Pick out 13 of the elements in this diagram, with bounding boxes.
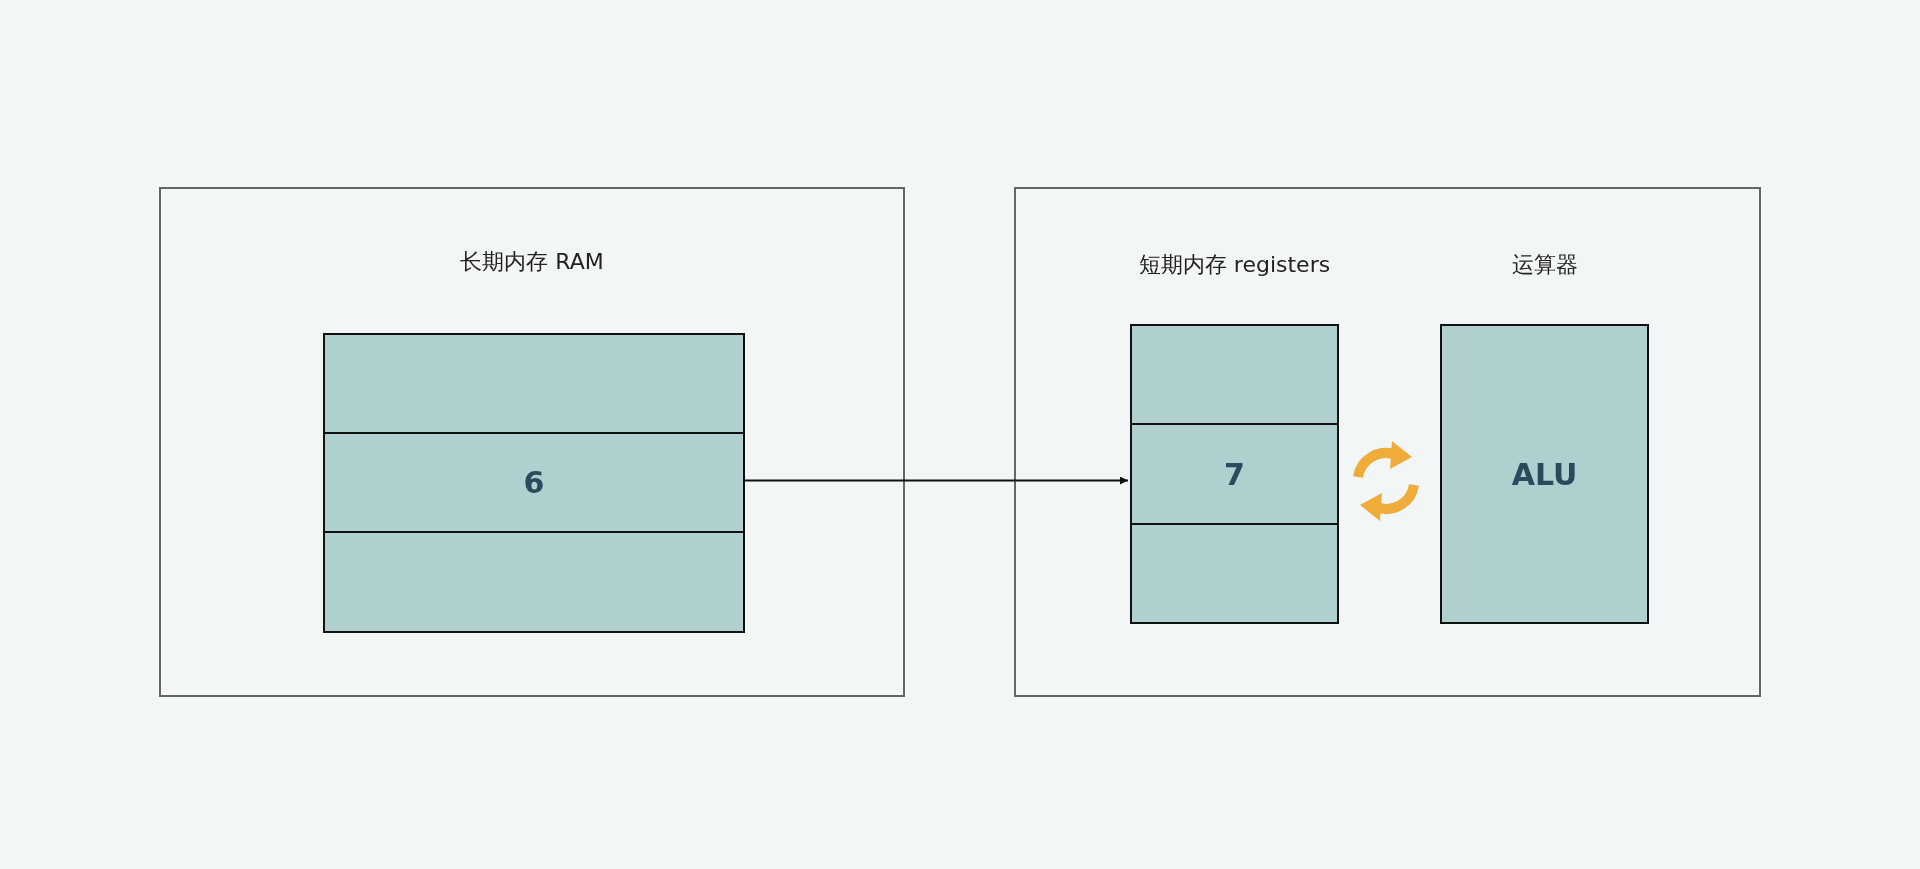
memory-cell: [1130, 324, 1339, 425]
memory-cell: [323, 333, 745, 434]
alu-box: ALU: [1440, 324, 1649, 624]
memory-panel: [159, 187, 905, 697]
memory-panel: [1014, 187, 1761, 697]
column-heading: 短期内存 registers: [1138, 251, 1331, 279]
memory-cell: 6: [323, 432, 745, 533]
arrow: [742, 476, 1129, 485]
column-heading: 运算器: [1511, 251, 1578, 279]
memory-cell: [1130, 523, 1339, 624]
memory-cell: 7: [1130, 423, 1339, 525]
memory-cell: [323, 531, 745, 633]
panel-heading: 长期内存 RAM: [460, 248, 604, 276]
